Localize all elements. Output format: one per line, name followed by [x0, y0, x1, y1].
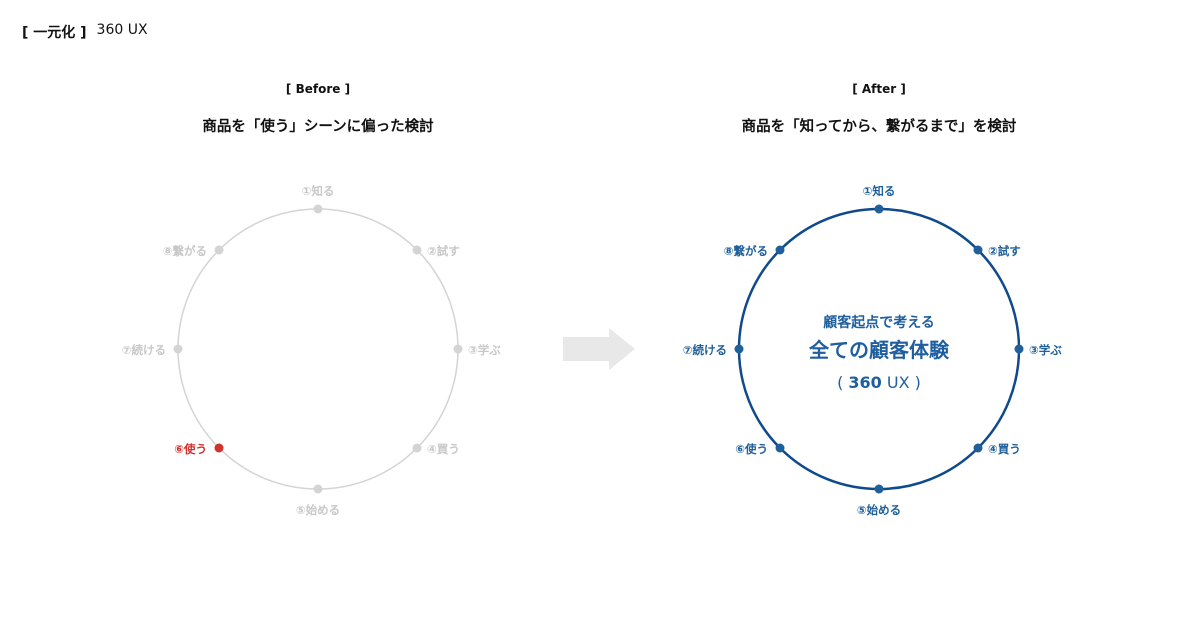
- before-node-dot-3: [453, 344, 463, 354]
- after-heading: 商品を「知ってから、繋がるまで」を検討: [741, 119, 1017, 135]
- before-heading: 商品を「使う」シーンに偏った検討: [202, 119, 434, 135]
- before-node-label-2: ②試す: [427, 244, 460, 258]
- after-node-label-8: ⑧繋がる: [724, 244, 768, 258]
- before-node-label-3: ③学ぶ: [468, 343, 501, 357]
- before-node-dot-7: [173, 344, 183, 354]
- after-node-label-2: ②試す: [988, 244, 1021, 258]
- after-node-label-7: ⑦続ける: [683, 343, 727, 357]
- header-tag: [ 一元化 ]: [22, 25, 87, 41]
- after-node-label-6: ⑥使う: [735, 442, 768, 456]
- before-tag: [ Before ]: [285, 82, 351, 96]
- after-node-dot-1: [874, 204, 884, 214]
- after-node-label-3: ③学ぶ: [1029, 343, 1062, 357]
- before-node-label-1: ①知る: [302, 184, 335, 198]
- before-node-dot-6: [214, 443, 224, 453]
- after-center-subtitle: 顧客起点で考える: [823, 314, 935, 331]
- after-node-label-4: ④買う: [988, 442, 1021, 456]
- arrow-shape: [563, 328, 635, 370]
- after-center-tag-prefix: (: [837, 373, 848, 392]
- after-tag: [ After ]: [852, 82, 906, 96]
- before-node-label-5: ⑤始める: [296, 503, 340, 517]
- before-node-dot-8: [214, 245, 224, 255]
- page-header: [ 一元化 ] 360 UX: [22, 22, 148, 42]
- header-title: 360 UX: [96, 22, 148, 38]
- after-node-dot-6: [775, 443, 785, 453]
- after-node-dot-2: [973, 245, 983, 255]
- before-node-dot-5: [313, 484, 323, 494]
- after-center-tag-suffix: UX ): [882, 373, 921, 392]
- after-center-tag: ( 360 UX ): [837, 373, 921, 392]
- after-cycle-diagram: 顧客起点で考える 全ての顧客体験 ( 360 UX ) ①知る ②試す ③学ぶ ④買う…: [683, 184, 1062, 517]
- before-node-dot-1: [313, 204, 323, 214]
- after-node-label-5: ⑤始める: [857, 503, 901, 517]
- before-node-label-4: ④買う: [427, 442, 460, 456]
- after-center-tag-bold: 360: [848, 373, 881, 392]
- after-center-title: 全ての顧客体験: [808, 338, 950, 362]
- after-node-dot-3: [1014, 344, 1024, 354]
- before-node-label-6: ⑥使う: [174, 442, 207, 456]
- before-node-dot-4: [412, 443, 422, 453]
- after-node-dot-5: [874, 484, 884, 494]
- before-cycle-diagram: ①知る ②試す ③学ぶ ④買う ⑤始める ⑥使う ⑦続ける ⑧繋がる: [122, 184, 501, 517]
- after-node-label-1: ①知る: [863, 184, 896, 198]
- arrow-icon: [563, 328, 635, 370]
- after-node-dot-7: [734, 344, 744, 354]
- after-node-dot-4: [973, 443, 983, 453]
- before-node-label-7: ⑦続ける: [122, 343, 166, 357]
- before-node-dot-2: [412, 245, 422, 255]
- after-node-dot-8: [775, 245, 785, 255]
- before-node-label-8: ⑧繋がる: [163, 244, 207, 258]
